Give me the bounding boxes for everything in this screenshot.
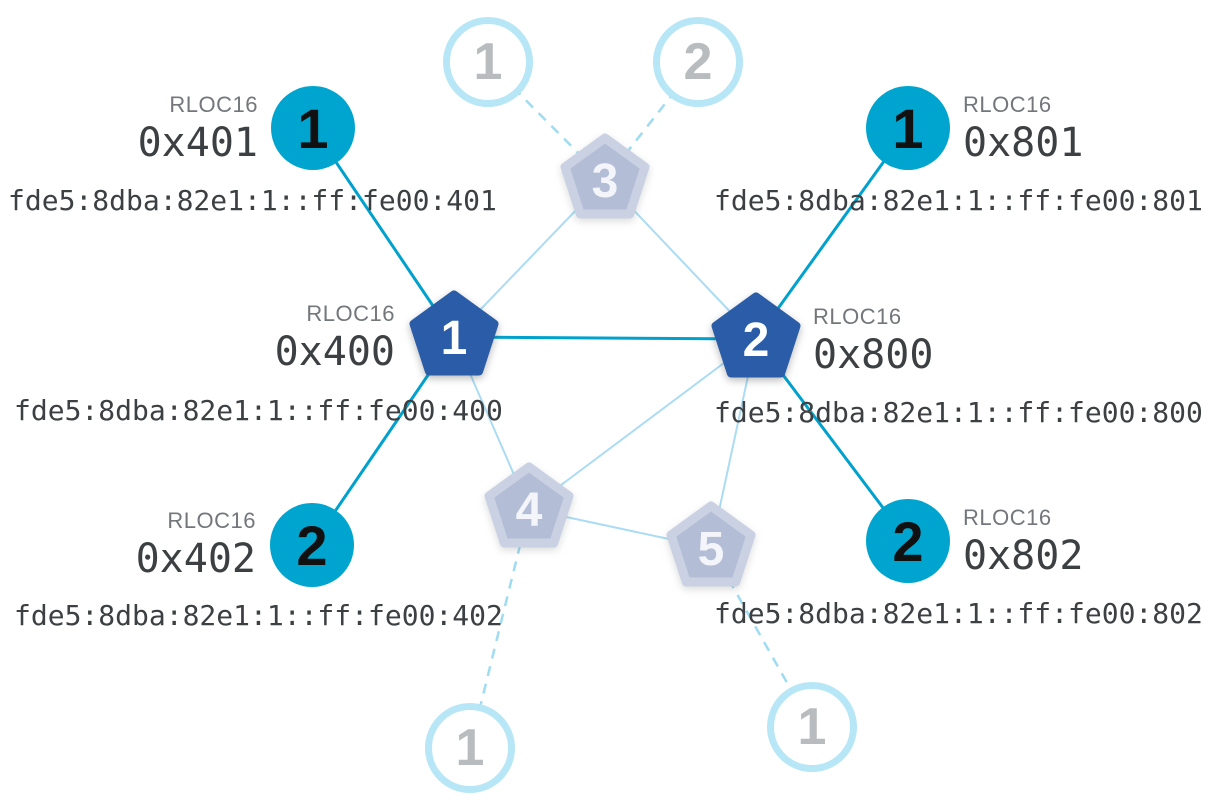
- node-number: 4: [515, 483, 543, 537]
- ipv6-address-router1: fde5:8dba:82e1:1::ff:fe00:400: [14, 394, 503, 427]
- router-pentagon-icon: [666, 501, 756, 587]
- router-active-node-router1[interactable]: 1: [402, 285, 506, 389]
- ipv6-address-child801: fde5:8dba:82e1:1::ff:fe00:801: [714, 184, 1203, 217]
- router-pentagon-icon: [560, 133, 650, 219]
- node-number: 2: [892, 509, 924, 573]
- ghost-node-ghostBottom1[interactable]: 1: [425, 703, 515, 793]
- link-mesh-router2-router4: [528, 338, 757, 510]
- rloc16-label: RLOC16: [169, 92, 258, 117]
- router-pentagon-icon: [484, 462, 574, 548]
- node-number: 2: [683, 33, 713, 91]
- ghost-node-ghostTop2[interactable]: 2: [653, 17, 743, 107]
- rloc16-annotation-child401: RLOC16 0x401: [138, 92, 258, 166]
- child-node-child801[interactable]: 1: [866, 86, 950, 170]
- node-number: 2: [742, 313, 770, 367]
- node-number: 1: [797, 698, 827, 756]
- node-number: 1: [473, 33, 503, 91]
- rloc16-value: 0x800: [813, 332, 934, 378]
- link-active-child401-router1: [311, 127, 456, 338]
- rloc16-label: RLOC16: [963, 92, 1052, 117]
- rloc16-annotation-child402: RLOC16 0x402: [136, 508, 256, 582]
- child-node-child802[interactable]: 2: [866, 499, 950, 583]
- node-number: 1: [455, 719, 485, 777]
- node-number: 1: [297, 96, 329, 160]
- link-active-router1-router2: [453, 335, 757, 341]
- router-faded-node-router3[interactable]: 3: [553, 128, 657, 232]
- rloc16-value: 0x402: [135, 536, 256, 582]
- ghost-node-ghostBottom2[interactable]: 1: [767, 682, 857, 772]
- node-number: 5: [697, 522, 725, 576]
- rloc16-label: RLOC16: [167, 508, 256, 533]
- rloc16-label: RLOC16: [813, 304, 902, 329]
- child-node-child402[interactable]: 2: [270, 503, 354, 587]
- router-pentagon-icon: [711, 292, 801, 378]
- rloc16-value: 0x400: [274, 329, 395, 375]
- ipv6-address-child802: fde5:8dba:82e1:1::ff:fe00:802: [714, 597, 1203, 630]
- ipv6-address-router2: fde5:8dba:82e1:1::ff:fe00:800: [714, 396, 1203, 429]
- link-active-child801-router2: [754, 127, 910, 340]
- rloc16-annotation-child801: RLOC16 0x801: [963, 92, 1083, 166]
- ipv6-address-child402: fde5:8dba:82e1:1::ff:fe00:402: [14, 599, 503, 632]
- router-faded-node-router5[interactable]: 5: [659, 496, 763, 600]
- rloc16-label: RLOC16: [306, 301, 395, 326]
- rloc16-annotation-router2: RLOC16 0x800: [813, 304, 933, 378]
- router-pentagon-icon: [409, 290, 499, 376]
- rloc16-annotation-child802: RLOC16 0x802: [963, 505, 1083, 579]
- child-node-child401[interactable]: 1: [271, 86, 355, 170]
- node-number: 2: [296, 513, 328, 577]
- rloc16-value: 0x801: [963, 120, 1084, 166]
- rloc16-value: 0x401: [137, 120, 258, 166]
- ghost-node-ghostTop1[interactable]: 1: [443, 17, 533, 107]
- ipv6-address-child401: fde5:8dba:82e1:1::ff:fe00:401: [8, 184, 497, 217]
- node-number: 3: [591, 154, 619, 208]
- rloc16-value: 0x802: [963, 533, 1084, 579]
- rloc16-label: RLOC16: [963, 505, 1052, 530]
- rloc16-annotation-router1: RLOC16 0x400: [275, 301, 395, 375]
- node-number: 1: [440, 311, 468, 365]
- node-number: 1: [892, 96, 924, 160]
- router-faded-node-router4[interactable]: 4: [477, 457, 581, 561]
- router-active-node-router2[interactable]: 2: [704, 287, 808, 391]
